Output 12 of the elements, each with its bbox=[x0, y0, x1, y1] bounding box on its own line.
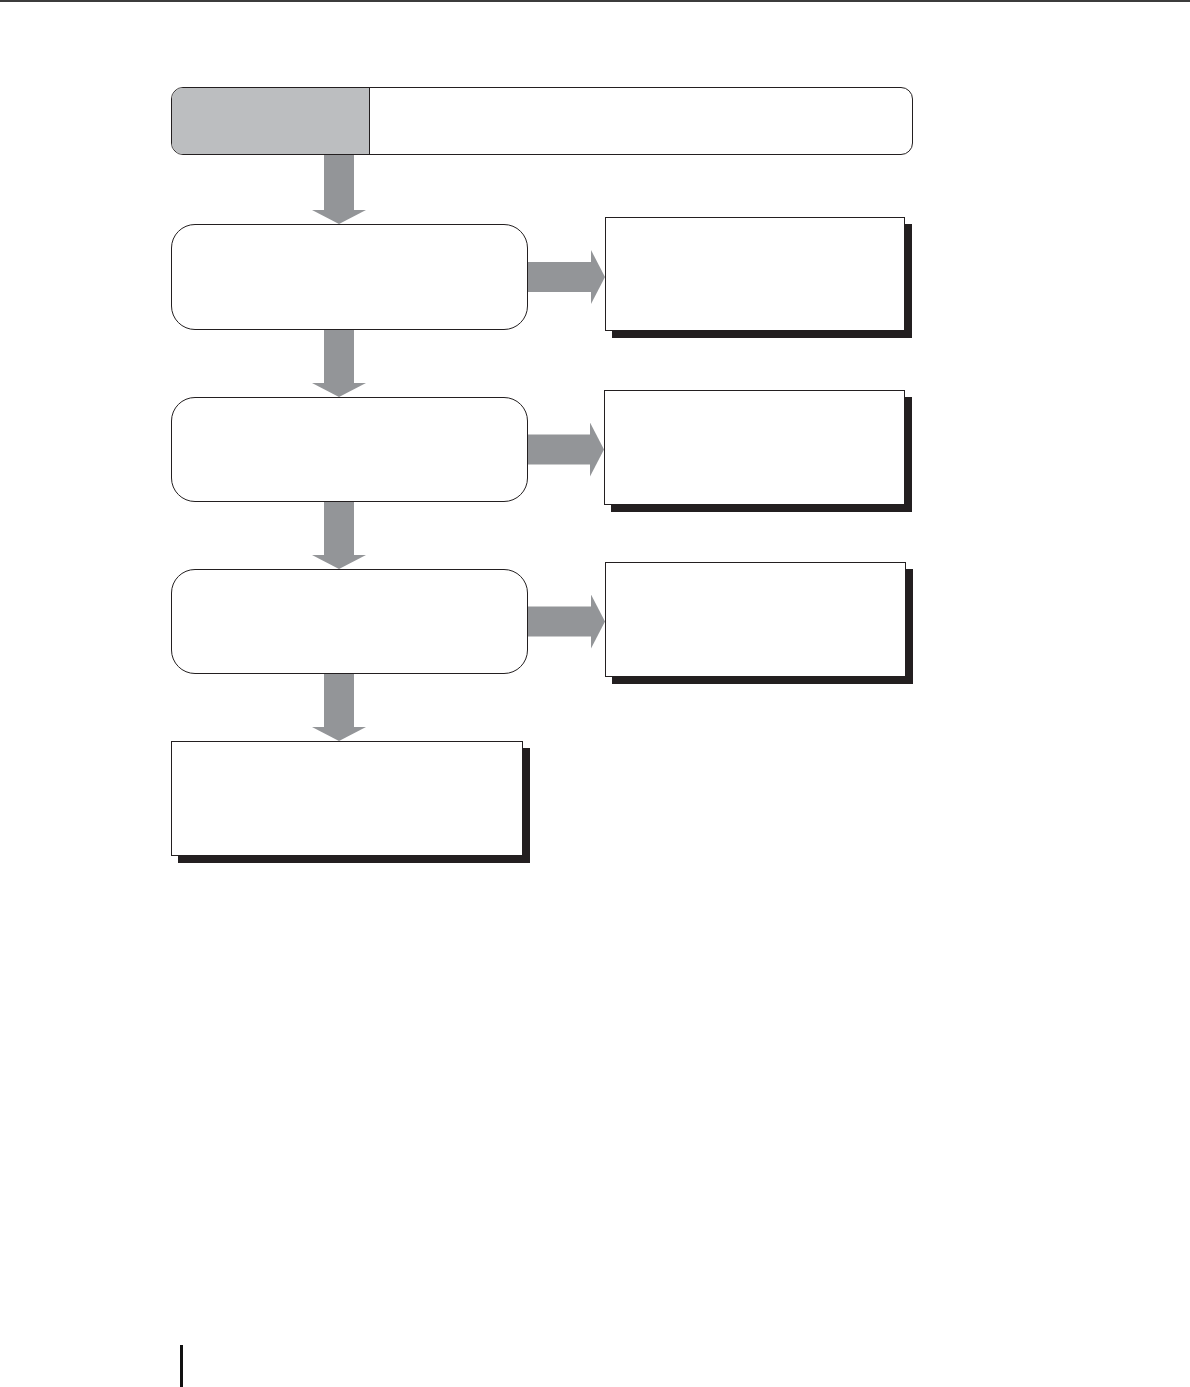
block-arrow bbox=[528, 594, 605, 649]
block-arrow bbox=[312, 502, 366, 569]
process-box bbox=[171, 569, 528, 674]
block-arrow bbox=[528, 422, 604, 477]
block-arrow bbox=[312, 154, 366, 224]
block-arrow bbox=[312, 330, 366, 397]
process-box bbox=[171, 224, 528, 330]
block-arrow bbox=[312, 674, 366, 741]
header-tab bbox=[172, 88, 370, 154]
block-arrow bbox=[528, 250, 605, 304]
banner-box bbox=[171, 87, 913, 155]
process-box bbox=[171, 397, 528, 502]
